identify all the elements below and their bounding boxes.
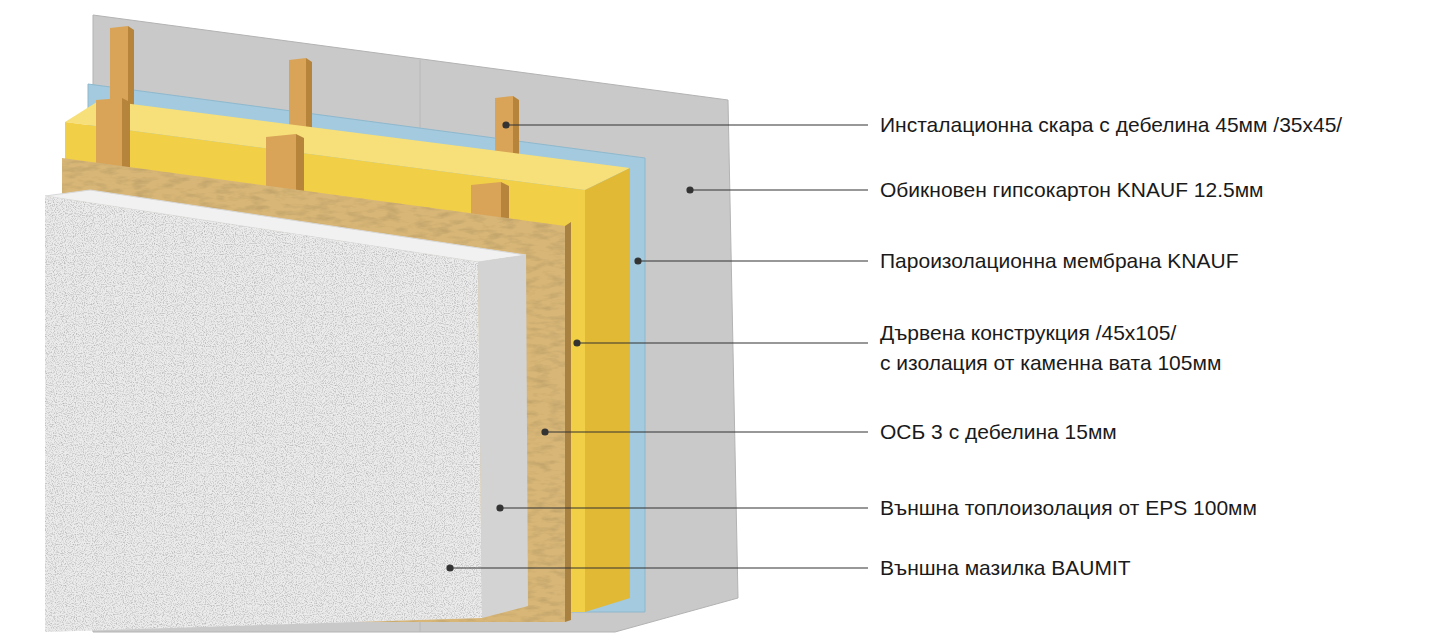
layer-label: Дървена конструкция /45x105/ с изолация … xyxy=(880,318,1221,377)
wool-side xyxy=(585,168,630,612)
stud-side xyxy=(122,98,130,175)
layer-label: Пароизолационна мембрана KNAUF xyxy=(880,248,1239,273)
layer-label: Външна мазилка BAUMIT xyxy=(880,555,1131,580)
leader-dot xyxy=(497,505,503,511)
layer-label: Външна топлоизолация от EPS 100мм xyxy=(880,495,1257,520)
batten-side xyxy=(128,26,134,110)
leader-line xyxy=(506,124,868,125)
leader-dot xyxy=(542,429,548,435)
leader-line xyxy=(690,189,868,190)
batten-side xyxy=(306,58,312,130)
layer-label: Обикновен гипсокартон KNAUF 12.5мм xyxy=(880,177,1264,202)
batten-side xyxy=(513,96,519,160)
leader-lines xyxy=(447,122,868,571)
osb-edge xyxy=(565,222,571,622)
leader-dot xyxy=(635,258,641,264)
layer-label: ОСБ 3 с дебелина 15мм xyxy=(880,419,1117,444)
render-texture xyxy=(45,196,482,632)
layer-label: Инсталационна скара с дебелина 45мм /35x… xyxy=(880,112,1342,137)
leader-dot xyxy=(447,565,453,571)
eps-side xyxy=(478,255,528,618)
leader-line xyxy=(500,507,868,508)
leader-line xyxy=(545,431,868,432)
batten xyxy=(289,58,306,132)
leader-dot xyxy=(574,340,580,346)
leader-line xyxy=(577,342,868,343)
render-face xyxy=(45,196,482,632)
leader-line xyxy=(450,567,868,568)
leader-dot xyxy=(503,122,509,128)
leader-line xyxy=(638,260,868,261)
leader-dot xyxy=(687,187,693,193)
